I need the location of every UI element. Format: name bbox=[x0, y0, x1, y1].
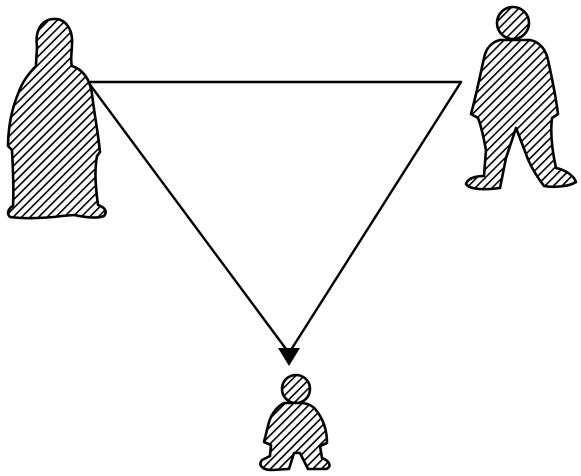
down-arrowhead-icon bbox=[278, 348, 300, 366]
right-edge bbox=[289, 82, 461, 353]
robed-figure-icon bbox=[8, 19, 106, 218]
connector-triangle bbox=[88, 82, 461, 366]
left-edge bbox=[88, 82, 289, 353]
child-figure-icon bbox=[260, 375, 329, 470]
adult-figure-icon bbox=[466, 7, 576, 189]
